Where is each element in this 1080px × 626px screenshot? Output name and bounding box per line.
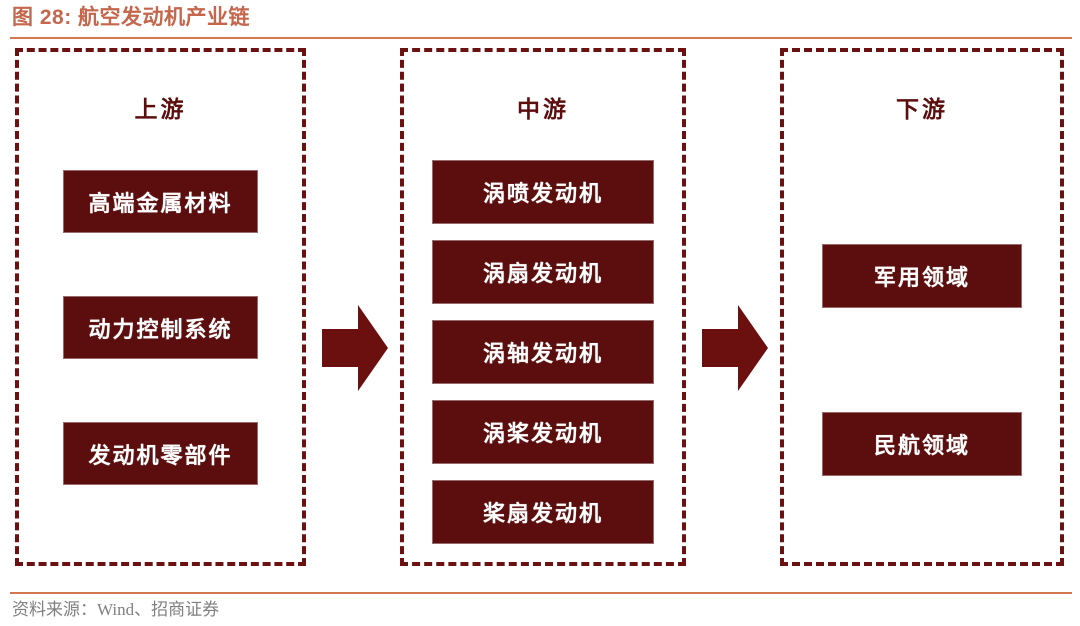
figure-header: 图 28: 航空发动机产业链 xyxy=(0,0,1080,40)
node-midstream-4[interactable]: 涡桨发动机 xyxy=(432,400,654,464)
node-downstream-2[interactable]: 民航领域 xyxy=(822,412,1022,476)
diagram-canvas: 上游 高端金属材料 动力控制系统 发动机零部件 中游 涡喷发动机 涡扇发动机 涡… xyxy=(0,40,1080,588)
stage-midstream[interactable]: 中游 涡喷发动机 涡扇发动机 涡轴发动机 涡桨发动机 桨扇发动机 xyxy=(400,48,686,566)
page-title: 图 28: 航空发动机产业链 xyxy=(12,6,251,29)
footer-divider xyxy=(10,592,1072,594)
arrow-right-icon xyxy=(322,303,388,393)
arrow-right-icon xyxy=(702,303,768,393)
stage-upstream-title: 上游 xyxy=(134,97,187,122)
node-upstream-3[interactable]: 发动机零部件 xyxy=(63,422,258,485)
stage-downstream[interactable]: 下游 军用领域 民航领域 xyxy=(780,48,1064,566)
node-midstream-3[interactable]: 涡轴发动机 xyxy=(432,320,654,384)
source-note: 资料来源：Wind、招商证券 xyxy=(12,600,220,619)
stage-midstream-node-list: 涡喷发动机 涡扇发动机 涡轴发动机 涡桨发动机 桨扇发动机 xyxy=(404,160,682,560)
header-divider xyxy=(10,37,1072,39)
stage-midstream-title: 中游 xyxy=(517,97,569,122)
stage-downstream-title: 下游 xyxy=(896,97,948,122)
node-upstream-1[interactable]: 高端金属材料 xyxy=(63,170,258,233)
node-midstream-2[interactable]: 涡扇发动机 xyxy=(432,240,654,304)
stage-upstream[interactable]: 上游 高端金属材料 动力控制系统 发动机零部件 xyxy=(15,48,306,566)
stage-upstream-node-list: 高端金属材料 动力控制系统 发动机零部件 xyxy=(19,170,302,548)
node-midstream-1[interactable]: 涡喷发动机 xyxy=(432,160,654,224)
node-downstream-1[interactable]: 军用领域 xyxy=(822,244,1022,308)
node-midstream-5[interactable]: 桨扇发动机 xyxy=(432,480,654,544)
node-upstream-2[interactable]: 动力控制系统 xyxy=(63,296,258,359)
stage-downstream-node-list: 军用领域 民航领域 xyxy=(784,244,1060,580)
